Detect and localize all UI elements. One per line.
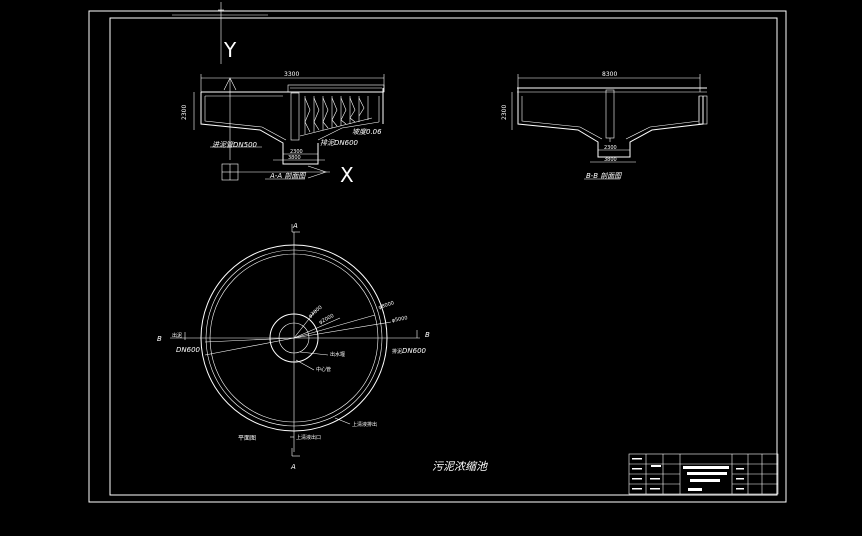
bb-caption: B-B 剖面图 xyxy=(586,172,622,180)
title-block xyxy=(628,453,779,495)
plan-label-weir: 出水堰 xyxy=(330,351,345,358)
plan-mark-a-top: A xyxy=(292,222,298,230)
plan-label-left-pipe: DN600 xyxy=(176,346,201,354)
aa-caption: A-A 剖面图 xyxy=(269,172,306,180)
bb-dim-bottom-1: 2300 xyxy=(604,145,617,151)
bb-dim-height: 2300 xyxy=(501,105,508,120)
aa-dim-bottom-2: 3800 xyxy=(288,155,301,161)
plan-label-drain: 上清液出口 xyxy=(296,434,321,441)
plan-label-left-note: 出泥 xyxy=(172,332,182,339)
plan-label-right-note: 排泥 xyxy=(392,348,402,355)
ucs-y-icon: Y xyxy=(172,2,268,64)
plan-label-r1: φ8000 xyxy=(378,300,395,311)
outer-border xyxy=(88,10,787,503)
plan-label-overflow: 上清液排出 xyxy=(352,421,377,428)
plan-mark-b-left: B xyxy=(157,335,162,343)
axis-x-label: X xyxy=(340,163,354,187)
inner-border xyxy=(109,17,778,496)
bb-dim-top: 8300 xyxy=(602,71,617,78)
plan-label-center: 中心管 xyxy=(316,366,331,373)
plan-label-right-pipe: DN600 xyxy=(402,347,427,355)
plan-view: A A B B 出泥 DN600 排泥 DN600 出水堰 中心管 上清液排出 … xyxy=(157,222,430,471)
plan-caption: 平面图 xyxy=(238,435,256,442)
plan-mark-a-bottom: A xyxy=(290,463,296,471)
section-bb: 8300 2300 2300 3800 B-B 剖面图 xyxy=(501,71,708,180)
aa-label-inlet: 进泥管DN500 xyxy=(212,141,258,149)
section-aa: 3300 xyxy=(181,71,385,187)
aa-label-outlet: 排泥DN600 xyxy=(320,139,359,147)
aa-dim-top: 3300 xyxy=(284,71,299,78)
drawing-title: 污泥浓缩池 xyxy=(432,460,488,473)
plan-mark-b-right: B xyxy=(425,331,430,339)
aa-dim-height: 2300 xyxy=(181,105,188,120)
aa-dim-bottom-1: 2300 xyxy=(290,149,303,155)
plan-label-r2: φ3000 xyxy=(307,305,323,320)
aa-label-slope: 坡度0.06 xyxy=(352,128,382,136)
bb-dim-bottom-2: 3800 xyxy=(604,157,617,163)
axis-y-label: Y xyxy=(223,38,237,62)
plan-label-r4: φ5000 xyxy=(391,315,408,324)
